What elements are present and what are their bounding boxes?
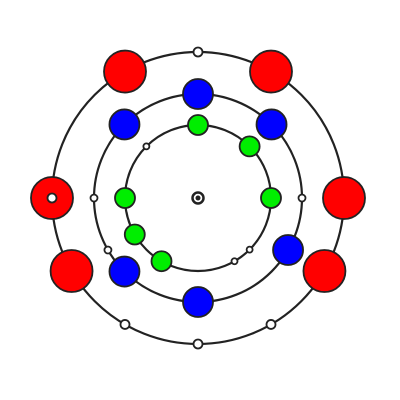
outer-marker-3 xyxy=(192,338,204,350)
middle-ball-2 xyxy=(255,108,288,141)
inner-marker-3 xyxy=(230,257,239,266)
outer-ball-1 xyxy=(103,49,147,94)
middle-ball-5 xyxy=(182,286,214,318)
outer-ball-2 xyxy=(249,49,293,94)
middle-marker-1 xyxy=(297,193,307,203)
outer-ball-4 xyxy=(302,249,347,293)
outer-marker-1 xyxy=(192,46,204,58)
outer-ball-5 xyxy=(49,249,94,293)
outer-marker-4 xyxy=(265,319,277,330)
inner-marker-1 xyxy=(142,142,151,151)
outer-ball-3 xyxy=(322,176,366,220)
inner-ball-6 xyxy=(150,250,173,273)
middle-ball-1 xyxy=(182,78,214,110)
middle-marker-2 xyxy=(89,193,99,203)
inner-ball-3 xyxy=(260,187,282,209)
nucleus-core xyxy=(195,195,201,201)
inner-marker-2 xyxy=(245,245,254,254)
inner-ball-1 xyxy=(187,114,209,136)
balls-layer xyxy=(30,49,366,318)
outer-marker-2 xyxy=(46,192,58,204)
middle-ball-6 xyxy=(272,234,304,266)
inner-ball-5 xyxy=(123,223,146,246)
outer-marker-5 xyxy=(119,319,131,330)
inner-ball-4 xyxy=(114,187,136,209)
middle-ball-3 xyxy=(108,108,141,141)
nucleus-layer xyxy=(191,191,205,205)
middle-marker-3 xyxy=(103,245,113,255)
inner-ball-2 xyxy=(238,135,261,158)
markers-layer xyxy=(46,46,307,350)
middle-ball-4 xyxy=(108,255,141,288)
